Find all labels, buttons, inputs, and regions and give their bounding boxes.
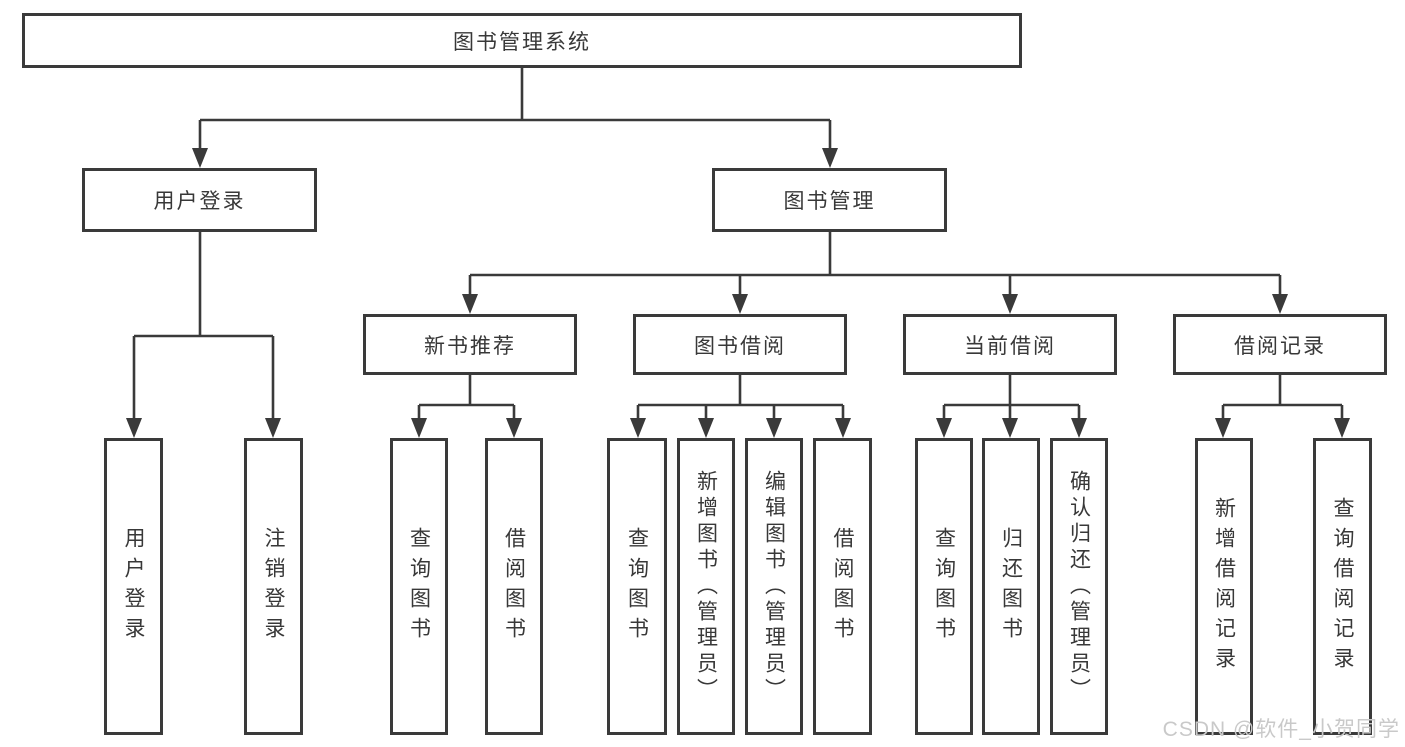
edges-book-management	[462, 232, 1288, 314]
node-leaf-add-borrow-record-label: 新增借阅记录	[1212, 496, 1236, 677]
node-library-system-label: 图书管理系统	[453, 30, 591, 54]
node-leaf-query-books-borrow: 查询图书	[607, 438, 667, 735]
edges-root	[192, 68, 838, 168]
node-leaf-borrow-books-recommend: 借阅图书	[485, 438, 543, 735]
edges-new-book-recommend	[411, 375, 522, 438]
node-leaf-query-books-current: 查询图书	[915, 438, 973, 735]
node-current-borrow: 当前借阅	[903, 314, 1117, 375]
node-book-management: 图书管理	[712, 168, 947, 232]
node-leaf-edit-books-admin: 编辑图书（管理员）	[745, 438, 803, 735]
node-borrow-records-label: 借阅记录	[1234, 334, 1326, 358]
node-book-borrow-label: 图书借阅	[694, 334, 786, 358]
csdn-watermark: CSDN @软件_小贺同学	[1162, 718, 1400, 741]
node-leaf-query-borrow-record-label: 查询借阅记录	[1331, 496, 1354, 677]
node-leaf-query-books-recommend: 查询图书	[390, 438, 448, 735]
node-user-login-label: 用户登录	[153, 190, 246, 213]
node-user-login: 用户登录	[82, 168, 317, 232]
node-leaf-add-borrow-record: 新增借阅记录	[1195, 438, 1253, 735]
edges-book-borrow	[630, 375, 851, 438]
node-leaf-logout: 注销登录	[244, 438, 303, 735]
node-leaf-query-borrow-record: 查询借阅记录	[1313, 438, 1372, 735]
node-library-system: 图书管理系统	[22, 13, 1022, 68]
node-leaf-query-books-current-label: 查询图书	[932, 526, 956, 647]
node-leaf-user-login: 用户登录	[104, 438, 163, 735]
node-leaf-return-books-label: 归还图书	[999, 526, 1023, 647]
node-leaf-confirm-return-admin-label: 确认归还（管理员）	[1067, 469, 1091, 704]
node-new-book-recommend-label: 新书推荐	[424, 334, 516, 358]
node-leaf-logout-label: 注销登录	[262, 526, 285, 647]
node-leaf-user-login-label: 用户登录	[122, 526, 145, 647]
node-leaf-add-books-admin: 新增图书（管理员）	[677, 438, 735, 735]
node-leaf-return-books: 归还图书	[982, 438, 1040, 735]
node-leaf-edit-books-admin-label: 编辑图书（管理员）	[762, 469, 786, 704]
node-current-borrow-label: 当前借阅	[964, 334, 1056, 358]
node-leaf-query-books-borrow-label: 查询图书	[625, 526, 649, 647]
node-borrow-records: 借阅记录	[1173, 314, 1387, 375]
node-leaf-borrow-books: 借阅图书	[813, 438, 872, 735]
node-book-management-label: 图书管理	[783, 190, 876, 213]
edges-current-borrow	[936, 375, 1087, 438]
node-book-borrow: 图书借阅	[633, 314, 847, 375]
node-leaf-add-books-admin-label: 新增图书（管理员）	[694, 469, 718, 704]
node-leaf-borrow-books-label: 借阅图书	[831, 526, 854, 647]
node-leaf-borrow-books-recommend-label: 借阅图书	[502, 526, 526, 647]
edges-borrow-records	[1215, 375, 1350, 438]
node-new-book-recommend: 新书推荐	[363, 314, 577, 375]
edges-user-login	[126, 232, 281, 438]
node-leaf-confirm-return-admin: 确认归还（管理员）	[1050, 438, 1108, 735]
node-leaf-query-books-recommend-label: 查询图书	[407, 526, 431, 647]
